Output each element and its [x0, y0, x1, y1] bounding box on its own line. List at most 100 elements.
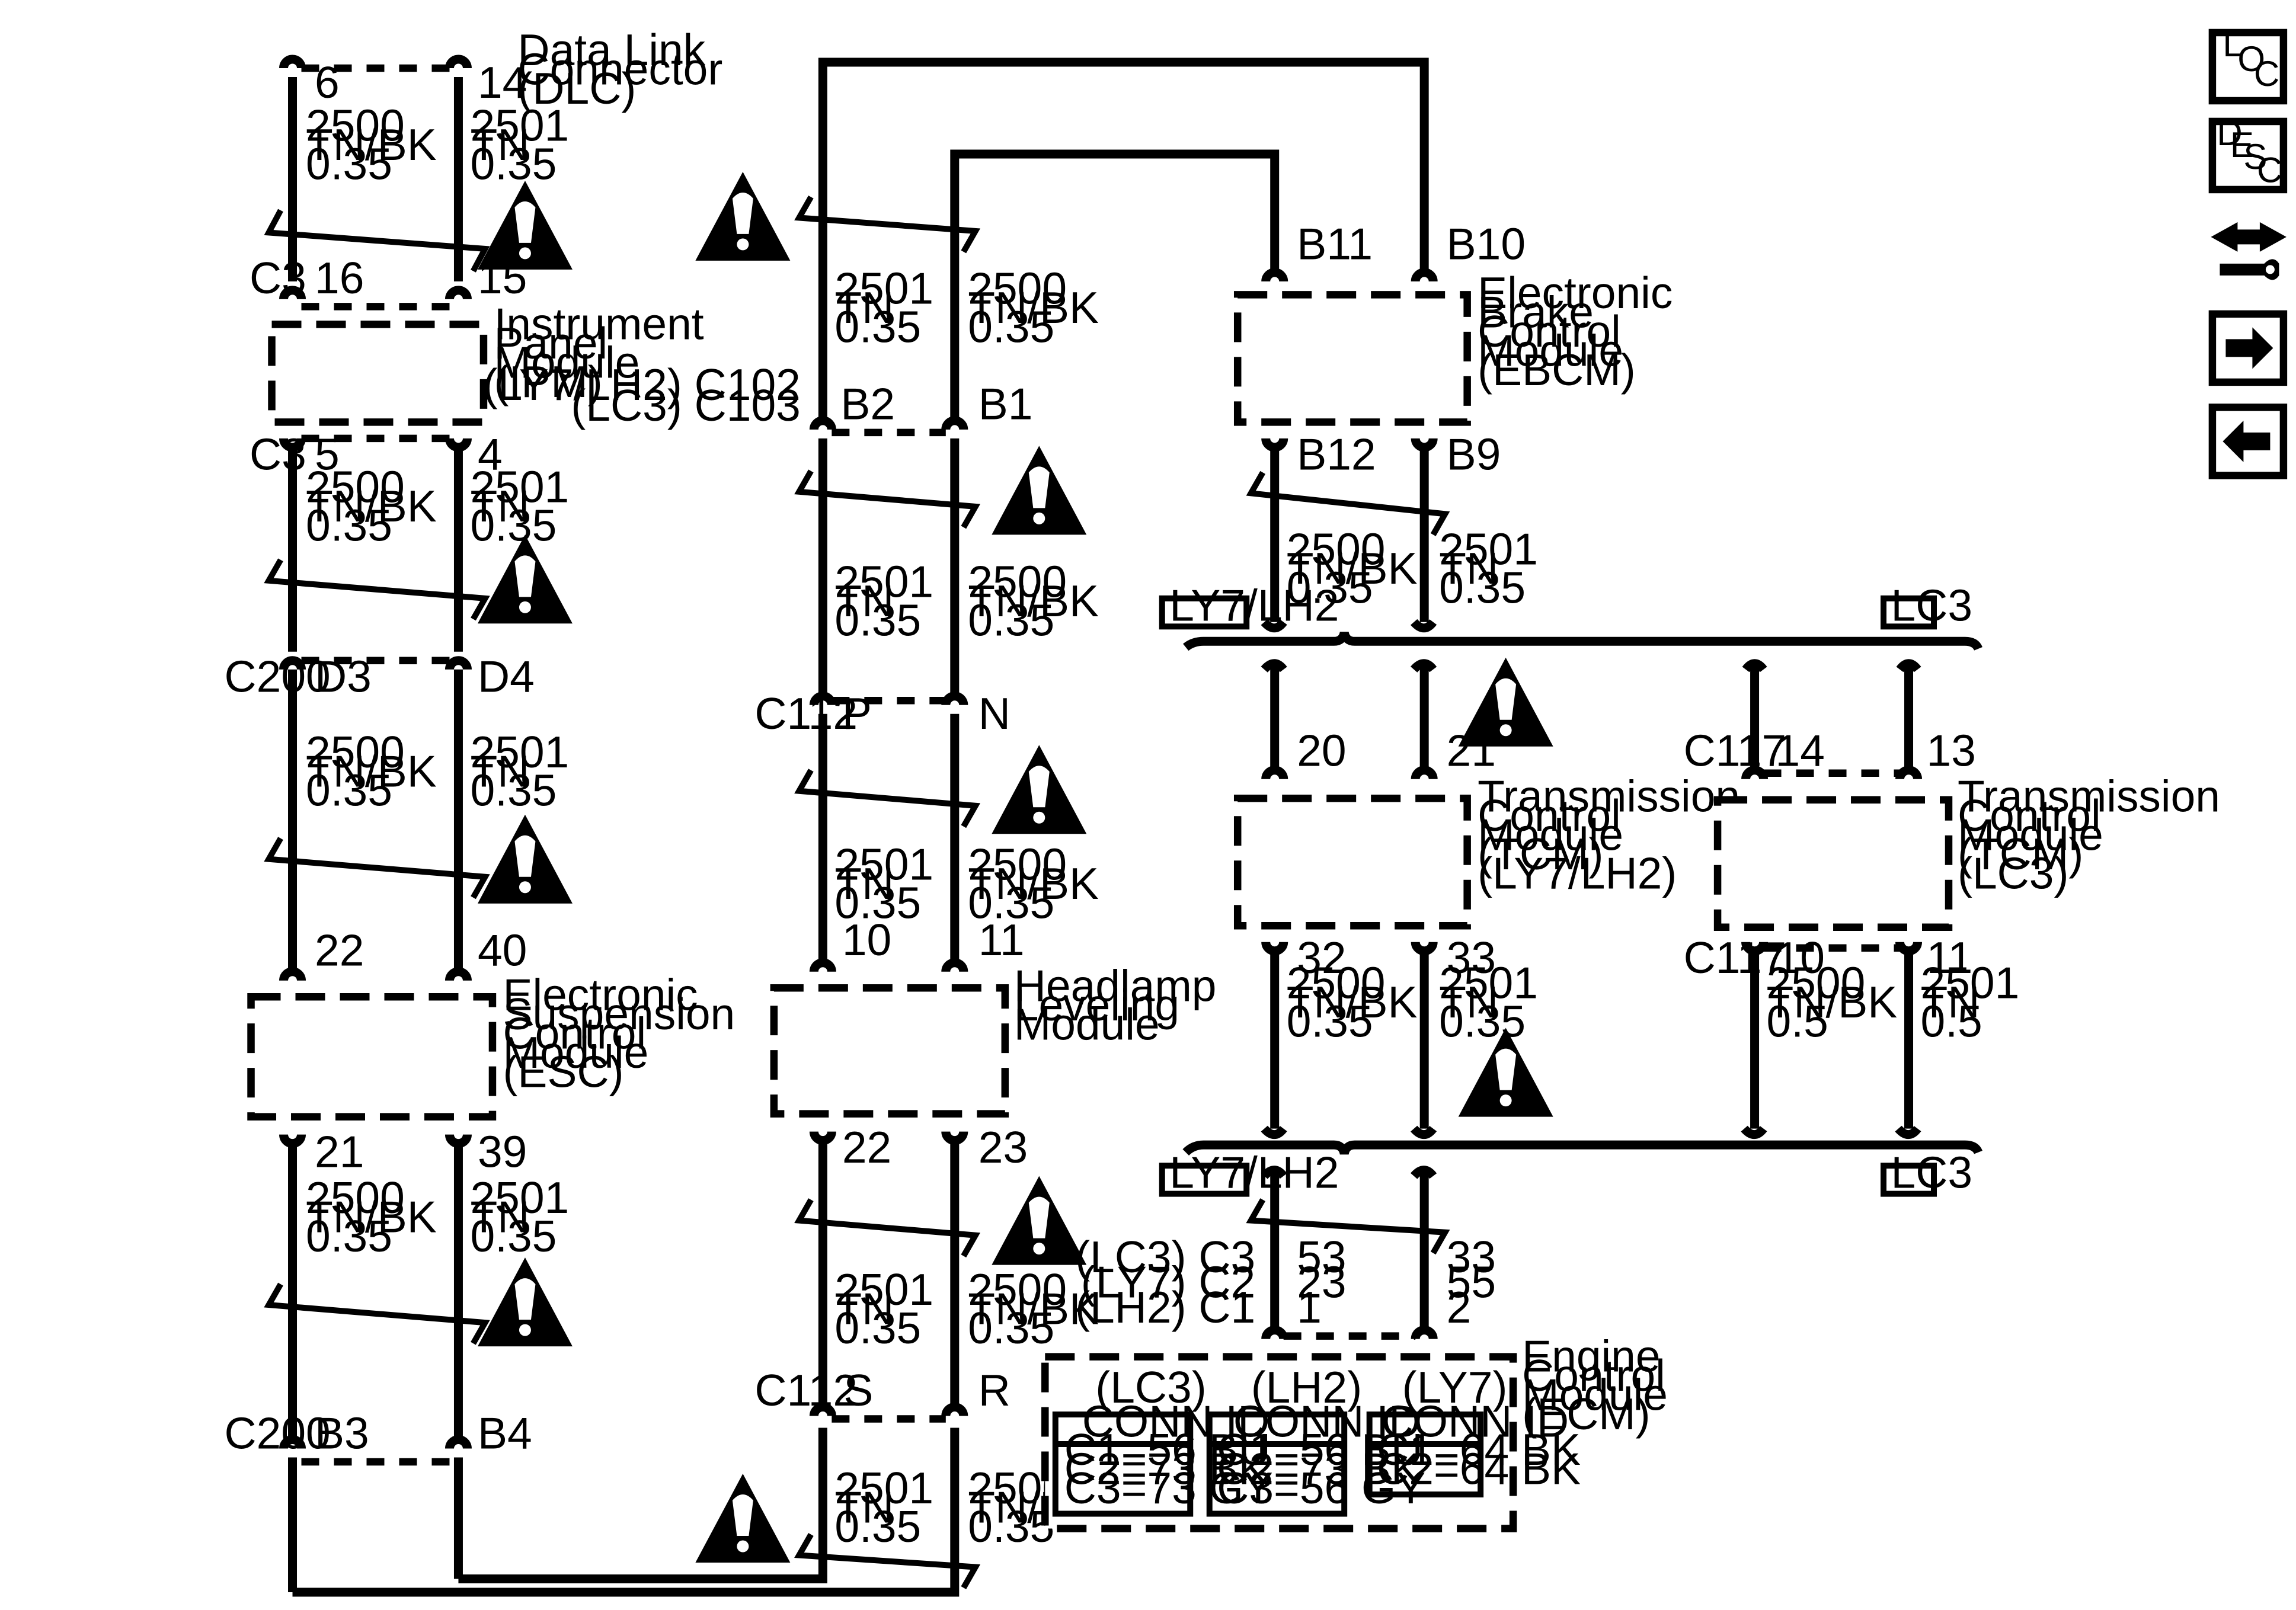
table-rows: C1=56 BUC2=73 BKC3=73 GY	[1064, 1425, 1273, 1513]
warning-icon[interactable]	[992, 446, 1087, 535]
ebcm-pin-b11: B11	[1297, 219, 1373, 268]
option-tag-lc3-text: LC3	[1891, 1148, 1973, 1198]
wire-label-2501: 2501TN0.35	[1439, 958, 1538, 1046]
warning-icon[interactable]	[477, 814, 573, 904]
conn-id-table-lh2: (LH2) CONN ID C1=56 BUC2=73 BKC3=56 GY	[1206, 1362, 1425, 1517]
option-tag-ly7lh2	[1159, 595, 1250, 630]
warning-icon[interactable]	[477, 1257, 573, 1347]
tcm-lc3-label: TransmissionControlModule(TCM)(LC3)	[1958, 772, 2220, 898]
c200-pin-d3: D3	[315, 651, 372, 701]
wire-label-2500: 2500TN/BK0.35	[306, 462, 437, 550]
hlm-pin-10: 10	[842, 915, 891, 965]
previous-page-button[interactable]	[2208, 404, 2288, 479]
esc-module-box[interactable]	[247, 993, 497, 1121]
c112-pin-n: N	[978, 689, 1011, 738]
c200-top-conn: C200	[225, 651, 331, 701]
wire-label-2501: 2501TN0.35	[470, 1173, 569, 1261]
c117-bot-conn: C117	[1684, 933, 1787, 982]
ipm-label: InstrumentPanelModule(IPM)	[494, 299, 703, 406]
wire-label-2500: 2500TN/BK0.35	[968, 840, 1099, 928]
table-header: (LY7)	[1402, 1362, 1508, 1412]
description-button[interactable]: D E S C	[2208, 113, 2288, 194]
connector-end-view-icon[interactable]	[2211, 222, 2287, 280]
desc-letter-s: S	[2243, 137, 2267, 177]
wire-label-2500: 2500TN/BK0.35	[1287, 958, 1418, 1046]
headlamp-leveling-module-box[interactable]	[770, 984, 1009, 1118]
option-tag-lc3	[1881, 1163, 1937, 1197]
conn-id-table-ly7: (LY7) CONN ID C1=64 BKC2=64 BK	[1366, 1362, 1581, 1498]
arrow-right-icon	[2225, 327, 2273, 369]
warning-icon[interactable]	[992, 1176, 1087, 1265]
wire-label-2501: 2501TN0.35	[834, 556, 933, 645]
dlc-pin-6: 6	[315, 57, 340, 107]
loc-letter-o: O	[2237, 39, 2265, 79]
nav-toolbar: L O C D E S C	[2208, 24, 2288, 479]
c200-pin-b4: B4	[478, 1409, 532, 1458]
next-page-button[interactable]	[2208, 310, 2288, 386]
warning-icon[interactable]	[695, 1474, 791, 1563]
ipm-module-box[interactable]	[268, 321, 488, 426]
esc-pin-21: 21	[315, 1127, 364, 1177]
warning-icon[interactable]	[992, 745, 1087, 834]
wire-label-2500: 2500TN/BK0.35	[306, 100, 437, 188]
tcm-lc3-module-box[interactable]	[1713, 796, 1953, 931]
wire-label-2501: 2501TN0.35	[470, 100, 569, 188]
tcm-ly7-module-box[interactable]	[1233, 795, 1471, 930]
ipm-pin-16: 16	[315, 253, 364, 303]
table-rows: C1=64 BKC2=64 BK	[1377, 1425, 1581, 1493]
c112-top-conn: C112	[754, 689, 858, 738]
ebcm-module-box[interactable]	[1233, 291, 1471, 426]
c200-pin-d4: D4	[478, 651, 535, 701]
wire-label-2500: 2500TN/BK0.35	[968, 263, 1099, 351]
wire-label-2500-05: 2500TN/BK0.5	[1767, 958, 1898, 1046]
warning-icon[interactable]	[695, 171, 791, 261]
table-title: CONN ID	[1233, 1397, 1421, 1446]
c102-label: (LY7/LH2) C102(LC3) C103	[483, 360, 801, 430]
table-rows: C1=56 BUC2=73 BKC3=56 GY	[1217, 1425, 1425, 1513]
wire-label-2501: 2501TN0.35	[834, 840, 933, 928]
loc-letter-l: L	[2223, 24, 2242, 64]
esc-pin-39: 39	[478, 1127, 527, 1177]
c200-pin-b3: B3	[315, 1409, 369, 1458]
wire-label-2501-05: 2501TN0.5	[1921, 958, 2020, 1046]
tcm-ly7-pin-32: 32	[1297, 933, 1346, 982]
c112-pin-p: P	[842, 689, 872, 738]
table-header: (LC3)	[1095, 1362, 1206, 1412]
ebcm-section: B11 B10 ElectronicBrakeControlModule(EBC…	[1233, 219, 1673, 633]
arrow-left-icon	[2223, 420, 2271, 462]
wire-label-2500: 2500TN/BK0.35	[968, 1265, 1099, 1353]
ebcm-pin-b10: B10	[1447, 219, 1526, 268]
c112-bot-conn: C112	[754, 1365, 858, 1415]
tcm-ly7-pin-20: 20	[1297, 725, 1346, 775]
wire-label-2500: 2500TN/BK0.35	[1287, 524, 1418, 612]
table-title: CONN ID	[1382, 1397, 1569, 1446]
loc-letter-c: C	[2254, 54, 2279, 94]
tcm-ly7-section: 20 21 TransmissionControlModule(TCM)(LY7…	[1233, 657, 1740, 1140]
ebcm-pin-b12: B12	[1297, 429, 1376, 479]
wire-label-2500: 2500TN/BK0.35	[968, 556, 1099, 645]
location-view-button[interactable]: L O C	[2208, 24, 2288, 105]
ipm-pin-5: 5	[315, 429, 340, 479]
option-tag-ly7lh2	[1159, 1163, 1250, 1197]
tcm-lc3-pin-14: 14	[1776, 725, 1825, 775]
ipm-conn-top: C3	[250, 253, 306, 303]
tcm-ly7-label: TransmissionControlModule(TCM)(LY7/LH2)	[1478, 772, 1740, 898]
c112-pin-r: R	[978, 1365, 1011, 1415]
wire-label-2501: 2501TN0.35	[1439, 524, 1538, 612]
c112-pin-s: S	[843, 1365, 873, 1415]
table-header: (LH2)	[1251, 1362, 1362, 1412]
ipm-pin-4: 4	[478, 429, 503, 479]
option-tag-ly7lh2-text: LY7/LH2	[1169, 580, 1339, 630]
wire-label-2501: 2501TN0.35	[834, 263, 933, 351]
esc-pin-22: 22	[315, 926, 364, 975]
tcm-lc3-pin-13: 13	[1927, 725, 1976, 775]
ipm-pin-15: 15	[478, 253, 527, 303]
ecm-conn-labels: (LC3) C3(LY7) C2(LH2) C1	[1075, 1232, 1255, 1332]
hlm-pin-23: 23	[978, 1122, 1028, 1172]
c117-top-conn: C117	[1684, 725, 1787, 775]
ecm-label: EngineControlModule(ECM)	[1522, 1331, 1668, 1439]
option-split-top: LY7/LH2 LC3	[1159, 580, 1982, 651]
column-headlamp-leveling: 2501TN0.35 2500TN/BK0.35 (LY7/LH2) C102(…	[483, 57, 1429, 1589]
